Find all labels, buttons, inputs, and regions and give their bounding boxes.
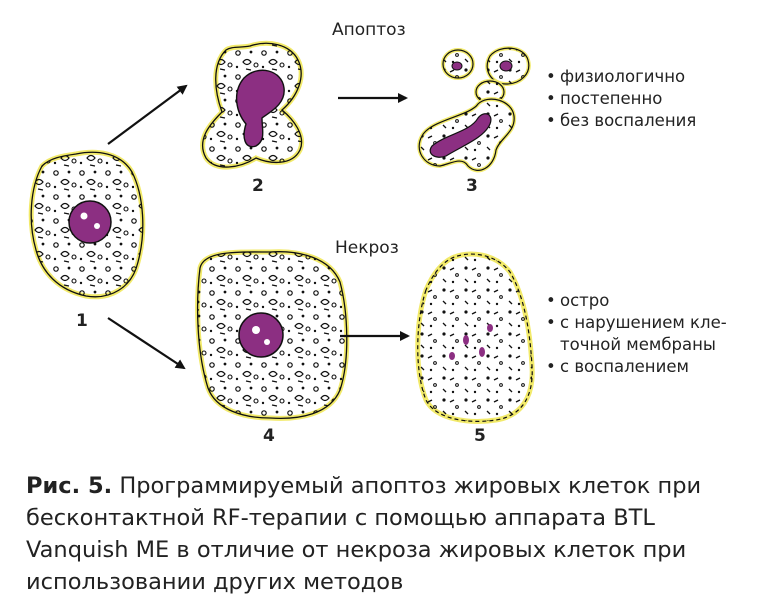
cell-number-4: 4	[263, 426, 275, 446]
cell-number-2: 2	[252, 176, 264, 196]
cell-number-5: 5	[474, 426, 486, 446]
cell-number-1: 1	[76, 311, 88, 331]
cell-3	[417, 46, 531, 173]
caption-text: Программируемый апоптоз жировых клеток п…	[26, 473, 702, 595]
caption-prefix: Рис. 5.	[26, 473, 113, 499]
list-item: точной мембраны	[560, 335, 716, 354]
figure-caption: Рис. 5. Программируемый апоптоз жировых …	[26, 470, 756, 598]
cell-death-diagram	[28, 40, 535, 424]
apoptosis-points: физиологично постепенно без воспаления	[546, 66, 696, 132]
list-item: с воспалением	[546, 356, 727, 378]
arrow-1-to-2	[107, 84, 188, 145]
list-item: остро	[546, 290, 727, 312]
necrosis-label: Некроз	[335, 238, 399, 258]
cell-4	[195, 249, 350, 421]
list-item: без воспаления	[546, 110, 696, 132]
cell-5	[415, 251, 535, 424]
cell-2	[200, 40, 304, 170]
list-item: физиологично	[546, 66, 696, 88]
arrow-1-to-4	[107, 317, 186, 370]
cell-number-3: 3	[466, 176, 478, 196]
apoptosis-label: Апоптоз	[332, 20, 406, 40]
list-item: с нарушением кле-	[546, 312, 727, 334]
necrosis-points: остро с нарушением кле- точной мембраны …	[546, 290, 727, 378]
list-item: постепенно	[546, 88, 696, 110]
cell-1	[28, 149, 146, 300]
